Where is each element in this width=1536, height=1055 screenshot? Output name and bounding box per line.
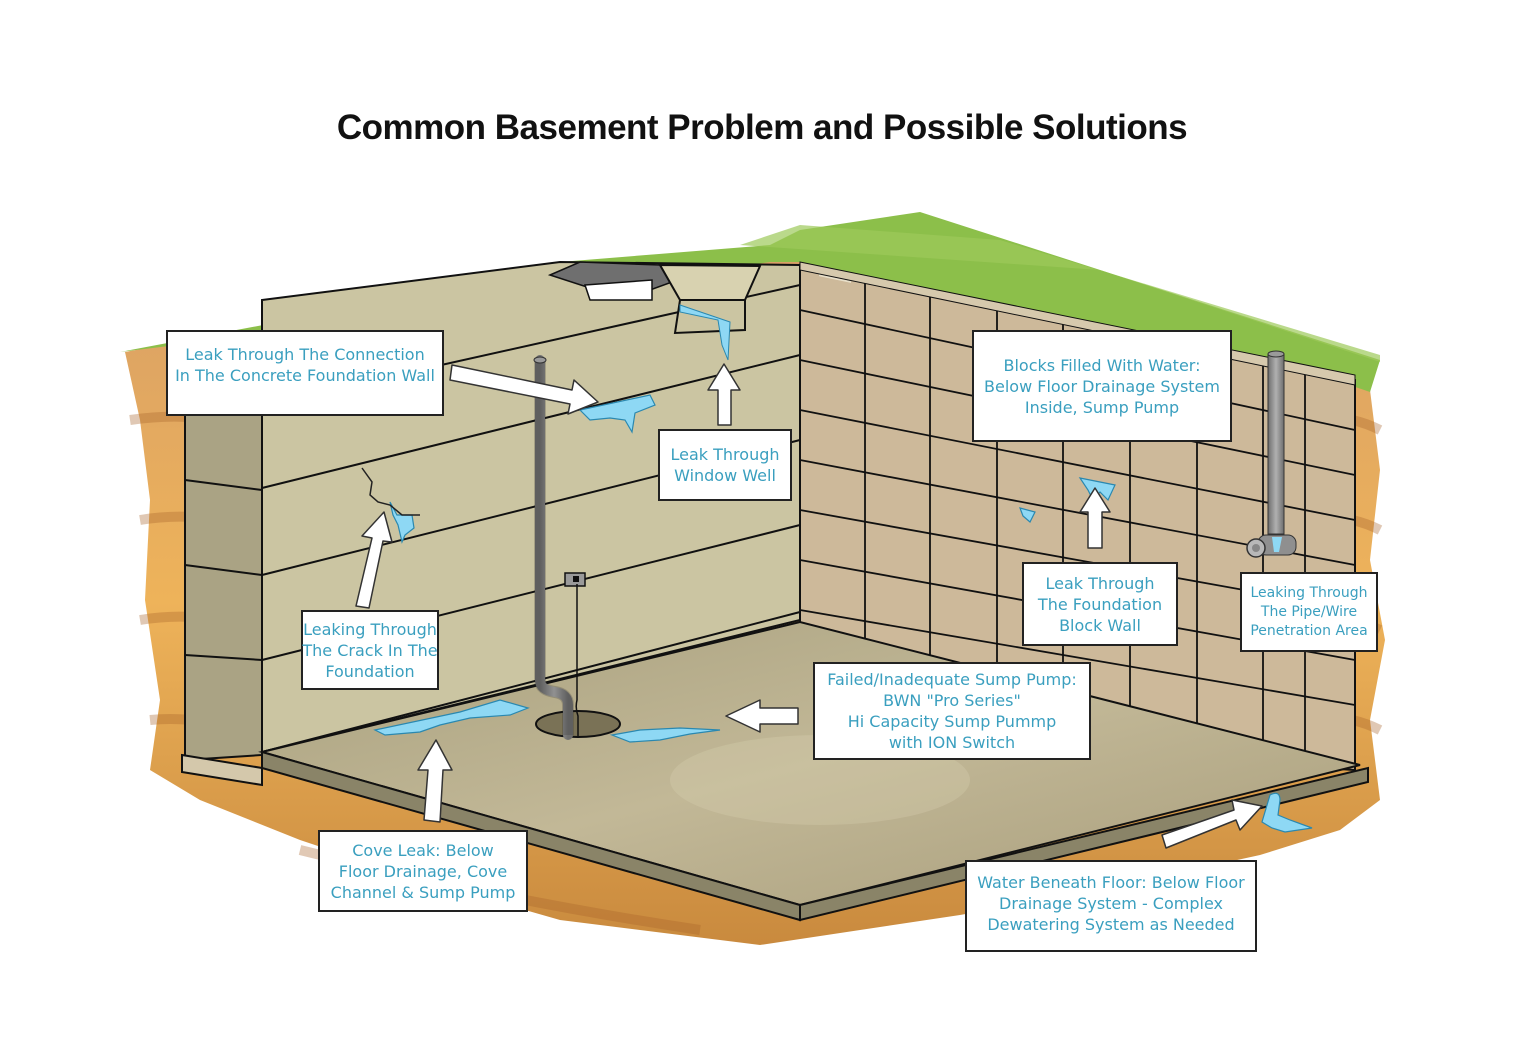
window-well-water: [679, 304, 731, 361]
penetration-pipe: [1267, 353, 1285, 535]
label-line: Cove Leak: Below: [352, 840, 494, 860]
label-line: Drainage System - Complex: [999, 894, 1223, 913]
floor-water: [1261, 792, 1313, 833]
label-line: The Crack In The: [302, 640, 438, 660]
label-sump-pump: Failed/Inadequate Sump Pump: BWN "Pro Se…: [813, 662, 1091, 760]
label-line: Penetration Area: [1250, 622, 1368, 639]
label-connection-leak: Leak Through The Connection In The Concr…: [166, 330, 444, 416]
label-line: BWN "Pro Series": [883, 691, 1021, 710]
label-line: Failed/Inadequate Sump Pump:: [827, 670, 1077, 689]
label-line: Water Beneath Floor: Below Floor: [977, 873, 1245, 892]
label-cove-leak: Cove Leak: Below Floor Drainage, Cove Ch…: [318, 830, 528, 912]
label-line: Hi Capacity Sump Pummp: [847, 712, 1057, 731]
label-line: Below Floor Drainage System: [984, 376, 1220, 396]
grass: [120, 212, 1380, 392]
label-line: Leaking Through: [303, 619, 437, 639]
label-line: Leak Through The Connection: [185, 345, 425, 364]
label-pipe-wire-leak: Leaking Through The Pipe/Wire Penetratio…: [1240, 572, 1378, 652]
label-line: with ION Switch: [888, 733, 1016, 752]
label-line: In The Concrete Foundation Wall: [175, 366, 435, 385]
label-line: Inside, Sump Pump: [1024, 397, 1180, 417]
arrow-floor-water: [1161, 799, 1263, 849]
arrow-connection: [449, 364, 599, 415]
connection-leak-water: [578, 394, 656, 434]
label-line: Channel & Sump Pump: [330, 882, 516, 902]
arrow-crack: [355, 511, 393, 609]
label-line: Floor Drainage, Cove: [338, 861, 508, 881]
label-line: Dewatering System as Needed: [987, 915, 1235, 934]
label-line: Block Wall: [1059, 615, 1141, 635]
label-line: Leak Through: [670, 445, 780, 464]
label-line: Leaking Through: [1250, 584, 1368, 601]
arrow-cove-leak: [417, 739, 453, 823]
label-line: Leak Through: [1045, 573, 1155, 593]
label-line: Blocks Filled With Water:: [1003, 355, 1201, 375]
block-wall-leak-water-2: [1019, 507, 1036, 523]
label-block-wall-leak: Leak Through The Foundation Block Wall: [1022, 562, 1178, 646]
diagram-title: Common Basement Problem and Possible Sol…: [336, 108, 1188, 147]
label-water-beneath-floor: Water Beneath Floor: Below Floor Drainag…: [965, 860, 1257, 952]
cove-leak-water: [373, 699, 530, 736]
label-crack-leak: Leaking Through The Crack In The Foundat…: [301, 610, 439, 690]
label-line: Foundation: [325, 661, 415, 681]
block-wall-leak-water: [1078, 477, 1116, 502]
label-line: Window Well: [674, 466, 776, 485]
foundation-crack: [361, 467, 420, 516]
label-window-well-leak: Leak Through Window Well: [658, 429, 792, 501]
arrow-window-well: [707, 363, 741, 426]
label-line: The Foundation: [1037, 594, 1163, 614]
discharge-pipe: [535, 355, 573, 740]
label-blocks-filled: Blocks Filled With Water: Below Floor Dr…: [972, 330, 1232, 442]
label-line: The Pipe/Wire: [1260, 603, 1358, 620]
sump-water: [609, 727, 721, 743]
arrow-block-wall: [1079, 487, 1111, 549]
left-wall-end: [184, 403, 263, 762]
arrow-sump-pump: [725, 699, 799, 733]
